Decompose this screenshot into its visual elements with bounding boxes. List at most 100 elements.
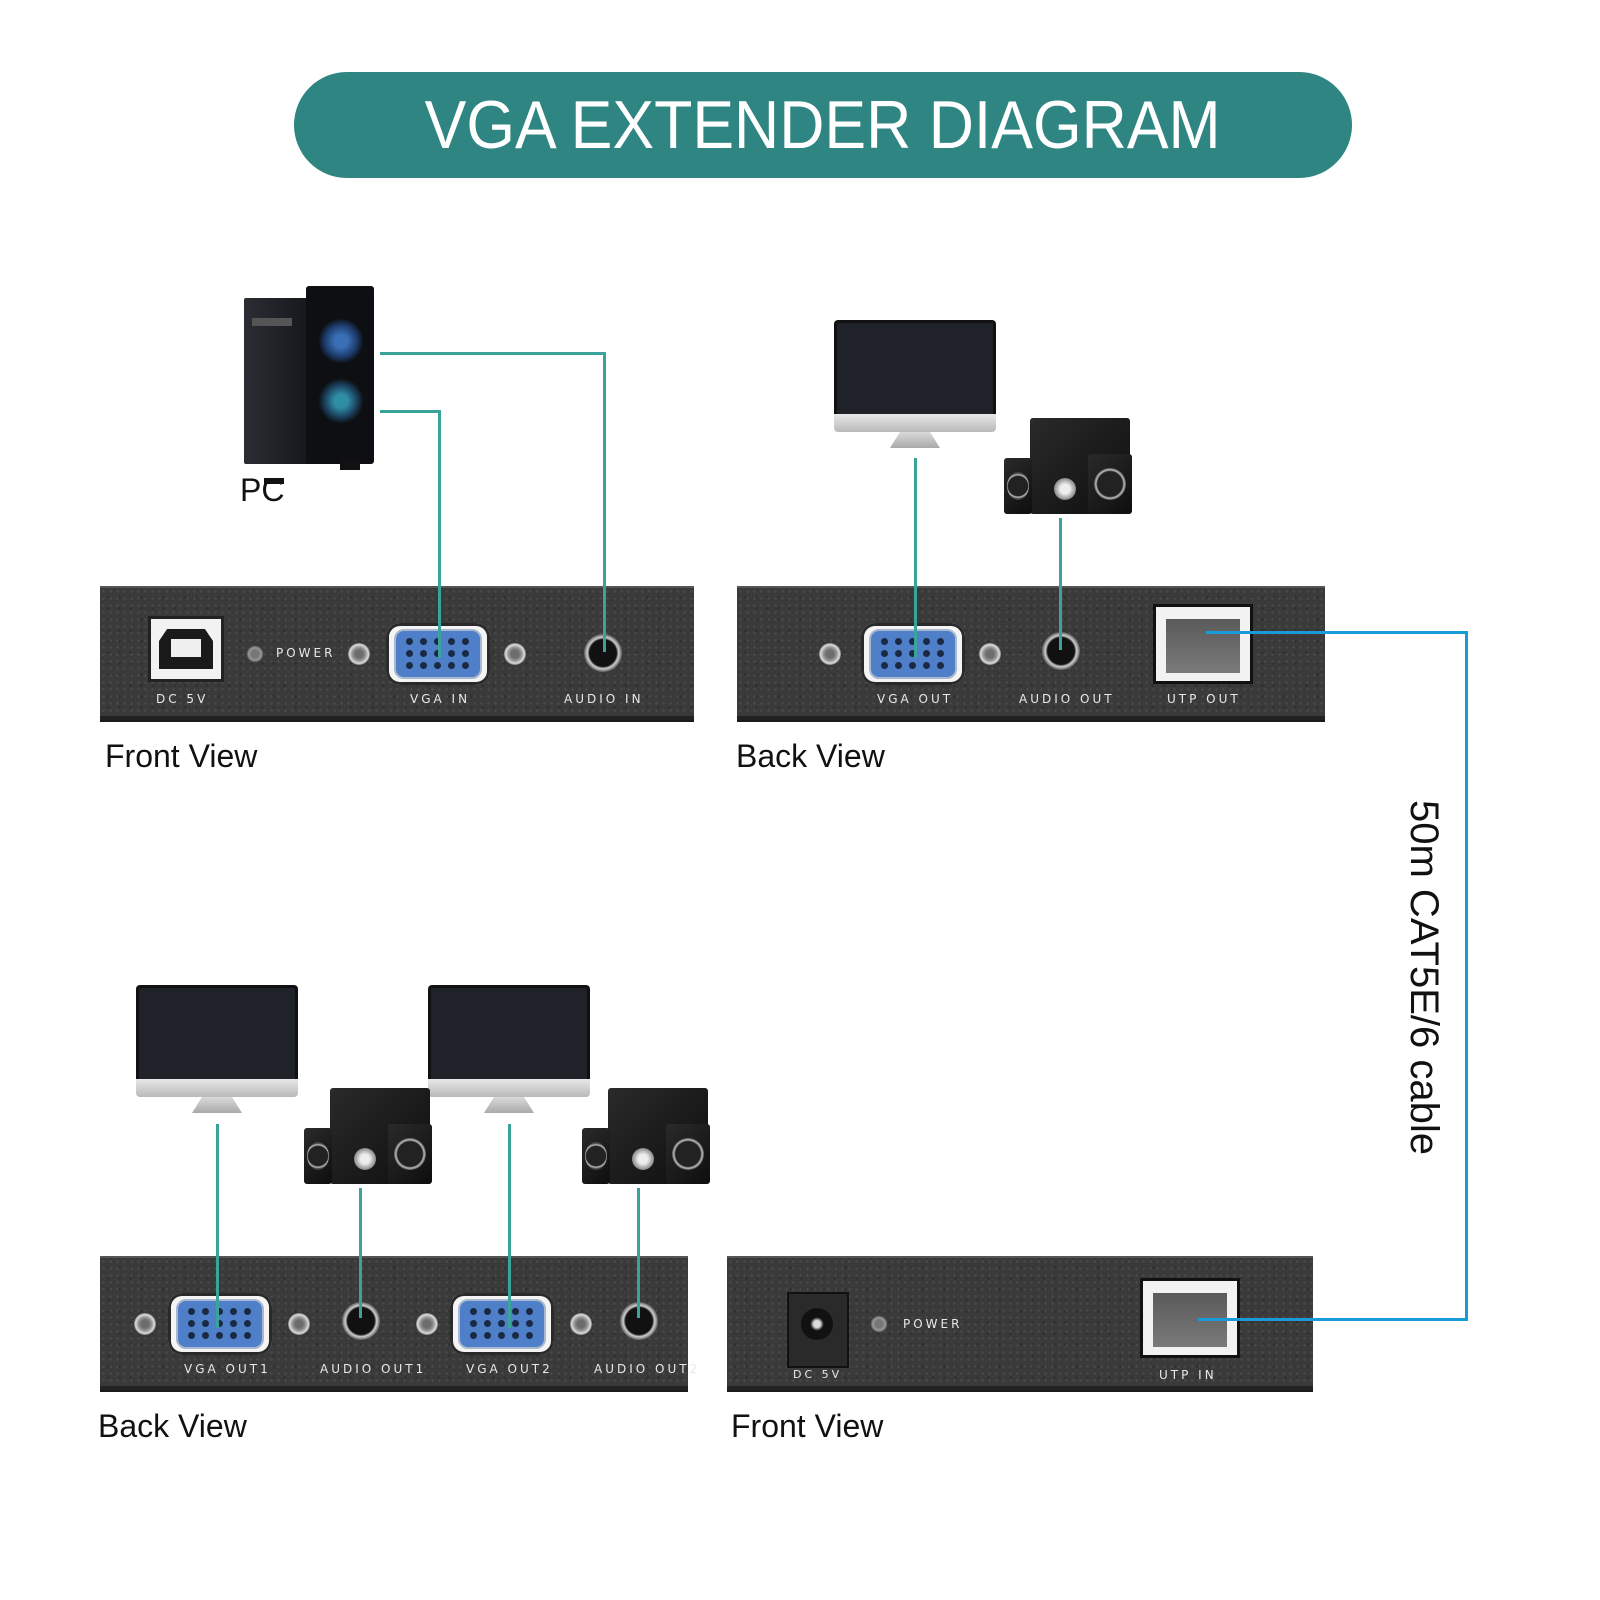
screw-icon xyxy=(348,643,370,665)
cable-pc-audio-v xyxy=(603,352,606,652)
vga-pin xyxy=(448,638,455,645)
vga-pin xyxy=(881,650,888,657)
vga-out2-label: VGA OUT2 xyxy=(466,1362,553,1376)
vga-pin xyxy=(420,662,427,669)
vga-pin xyxy=(420,638,427,645)
vga-pin xyxy=(937,650,944,657)
vga-pin xyxy=(895,638,902,645)
utp-out-label: UTP OUT xyxy=(1167,692,1241,706)
audio-out2-label: AUDIO OUT2 xyxy=(594,1362,701,1376)
speaker-icon xyxy=(1004,418,1134,518)
vga-out2-port xyxy=(450,1293,554,1355)
vga-pin xyxy=(434,662,441,669)
vga-pin xyxy=(484,1332,491,1339)
vga-pin xyxy=(937,662,944,669)
audio-in-label: AUDIO IN xyxy=(564,692,644,706)
cable-speaker-tx-end xyxy=(1059,586,1062,650)
speaker-icon xyxy=(304,1088,434,1188)
vga-pins xyxy=(458,1299,546,1349)
vga-pin xyxy=(512,1332,519,1339)
cable-pc-vga-h xyxy=(380,410,441,413)
cat-cable-in-end xyxy=(1198,1318,1318,1321)
vga-pin xyxy=(512,1320,519,1327)
audio-out1-label: AUDIO OUT1 xyxy=(320,1362,427,1376)
cable-speaker1-rx-end xyxy=(359,1256,362,1318)
vga-pin xyxy=(923,650,930,657)
vga-out-label: VGA OUT xyxy=(877,692,954,706)
vga-pin xyxy=(406,662,413,669)
vga-pin xyxy=(470,1308,477,1315)
audio-out-label: AUDIO OUT xyxy=(1019,692,1115,706)
vga-pin xyxy=(909,662,916,669)
screw-icon xyxy=(570,1313,592,1335)
vga-pin xyxy=(462,638,469,645)
transmitter-back-panel: VGA OUT AUDIO OUT UTP OUT xyxy=(737,586,1325,720)
vga-pin xyxy=(895,650,902,657)
vga-pin xyxy=(434,638,441,645)
vga-pin xyxy=(526,1308,533,1315)
cable-speaker1-rx xyxy=(359,1188,362,1316)
vga-pin xyxy=(498,1332,505,1339)
vga-pin xyxy=(230,1320,237,1327)
power-led-icon xyxy=(246,645,264,663)
vga-pin xyxy=(923,662,930,669)
vga-pin xyxy=(498,1320,505,1327)
vga-pin xyxy=(526,1320,533,1327)
receiver-front-caption: Front View xyxy=(731,1408,884,1444)
dc-5v-port xyxy=(148,616,224,682)
vga-pin xyxy=(462,650,469,657)
screw-icon xyxy=(134,1313,156,1335)
title-banner: VGA EXTENDER DIAGRAM xyxy=(294,72,1352,178)
power-label: POWER xyxy=(276,646,336,660)
page-title: VGA EXTENDER DIAGRAM xyxy=(424,87,1222,163)
cable-pc-audio-h xyxy=(380,352,606,355)
monitor-icon xyxy=(428,985,590,1115)
vga-pin xyxy=(909,638,916,645)
vga-out-port xyxy=(861,623,965,685)
cable-monitor-tx xyxy=(914,458,917,658)
vga-pin xyxy=(448,662,455,669)
receiver-back-panel: VGA OUT1 AUDIO OUT1 VGA OUT2 AUDIO OUT2 xyxy=(100,1256,697,1390)
dc-5v-label: DC 5V xyxy=(793,1368,843,1381)
vga-out1-port xyxy=(168,1293,272,1355)
vga-pin xyxy=(216,1308,223,1315)
vga-pin xyxy=(470,1332,477,1339)
vga-pin xyxy=(881,662,888,669)
vga-pin xyxy=(244,1320,251,1327)
cable-speaker2-rx xyxy=(637,1188,640,1316)
cable-monitor1-rx xyxy=(216,1124,219,1324)
screw-icon xyxy=(504,643,526,665)
vga-pin xyxy=(188,1332,195,1339)
cable-speaker2-rx-end xyxy=(637,1256,640,1318)
vga-pin xyxy=(881,638,888,645)
vga-pins xyxy=(176,1299,264,1349)
vga-pin xyxy=(230,1308,237,1315)
vga-pin xyxy=(498,1308,505,1315)
vga-pin xyxy=(434,650,441,657)
vga-pin xyxy=(484,1320,491,1327)
cable-audio-in-end xyxy=(603,586,606,652)
screw-icon xyxy=(416,1313,438,1335)
transmitter-back-caption: Back View xyxy=(736,738,885,774)
vga-pin xyxy=(216,1320,223,1327)
vga-pin xyxy=(462,662,469,669)
transmitter-front-panel: DC 5V POWER VGA IN AUDIO IN xyxy=(100,586,694,720)
vga-pin xyxy=(202,1320,209,1327)
vga-pin xyxy=(230,1332,237,1339)
screw-icon xyxy=(819,643,841,665)
cat-cable-out-end xyxy=(1206,631,1326,634)
monitor-icon xyxy=(834,320,996,450)
dc-5v-label: DC 5V xyxy=(156,692,209,706)
screw-icon xyxy=(979,643,1001,665)
receiver-front-panel: DC 5V POWER UTP IN xyxy=(727,1256,1313,1390)
cable-monitor-tx-end xyxy=(914,586,917,658)
vga-in-label: VGA IN xyxy=(410,692,471,706)
utp-out-port xyxy=(1153,604,1253,684)
vga-pin xyxy=(448,650,455,657)
power-label: POWER xyxy=(903,1317,963,1331)
vga-pin xyxy=(923,638,930,645)
cat-cable-bottom-h xyxy=(1198,1318,1468,1321)
cable-monitor1-rx-end xyxy=(216,1256,219,1328)
vga-pins xyxy=(869,629,957,679)
monitor-icon xyxy=(136,985,298,1115)
